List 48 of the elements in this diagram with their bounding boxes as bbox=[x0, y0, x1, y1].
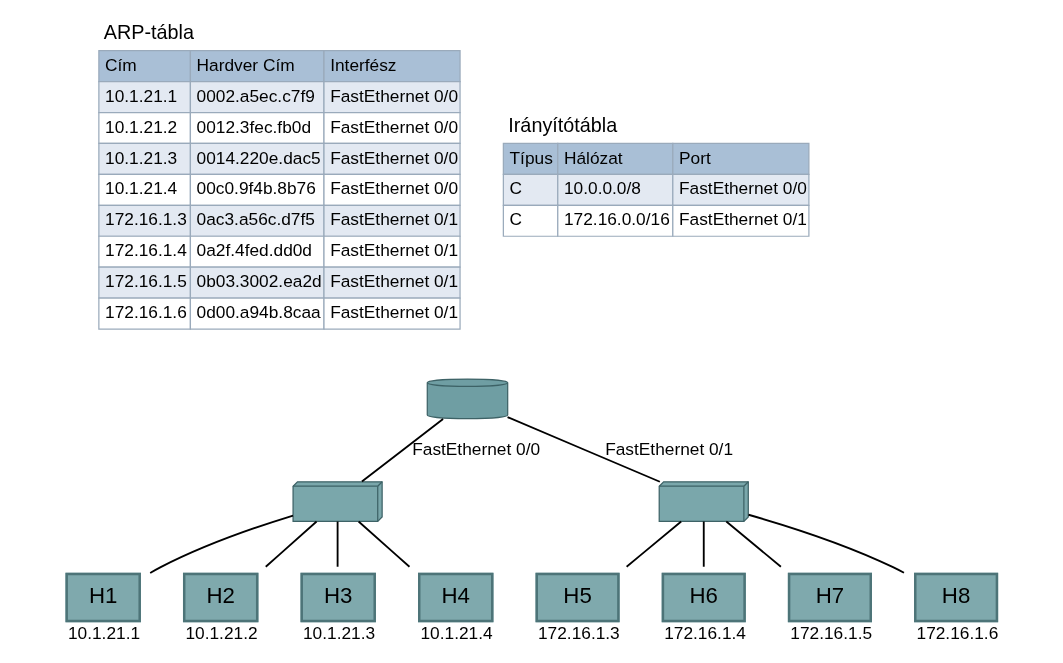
label: Hálózat bbox=[563, 147, 623, 168]
label: FastEthernet 0/0 bbox=[330, 147, 459, 168]
label: FastEthernet 0/1 bbox=[330, 302, 459, 323]
label: FastEthernet 0/1 bbox=[330, 209, 459, 230]
label: FastEthernet 0/1 bbox=[679, 209, 807, 230]
label: ARP-tábla bbox=[103, 21, 194, 44]
label: C bbox=[509, 178, 523, 199]
node-label: 172.16.1.3 bbox=[537, 622, 620, 643]
label: 172.16.1.3 bbox=[105, 209, 187, 230]
label: FastEthernet 0/1 bbox=[330, 240, 459, 261]
label: FastEthernet 0/1 bbox=[330, 271, 459, 292]
node-label: 10.1.21.3 bbox=[302, 622, 376, 643]
node-label: 172.16.1.6 bbox=[916, 622, 999, 643]
label: FastEthernet 0/0 bbox=[330, 178, 459, 199]
label: Típus bbox=[509, 147, 553, 168]
label: 0002.a5ec.c7f9 bbox=[196, 85, 315, 106]
label: 172.16.1.4 bbox=[105, 240, 187, 261]
label: 0b03.3002.ea2d bbox=[196, 271, 322, 292]
label: FastEthernet 0/0 bbox=[330, 85, 459, 106]
edge-label: FastEthernet 0/1 bbox=[605, 438, 734, 459]
label: 10.1.21.3 bbox=[105, 147, 178, 168]
label: 0d00.a94b.8caa bbox=[196, 302, 321, 323]
node-label: 10.1.21.4 bbox=[420, 622, 493, 643]
label: 0014.220e.dac5 bbox=[196, 147, 321, 168]
label: 0a2f.4fed.dd0d bbox=[196, 240, 313, 261]
label: FastEthernet 0/0 bbox=[330, 116, 459, 137]
label: Cím bbox=[105, 54, 137, 75]
label: 172.16.1.6 bbox=[105, 302, 187, 323]
label: 10.0.0.0/8 bbox=[563, 178, 641, 199]
node-label: 172.16.1.4 bbox=[664, 622, 746, 643]
label: 00c0.9f4b.8b76 bbox=[196, 178, 316, 199]
label: 0012.3fec.fb0d bbox=[196, 116, 312, 137]
node-label: 172.16.1.5 bbox=[790, 622, 873, 643]
label: Hardver Cím bbox=[196, 54, 295, 75]
label: FastEthernet 0/0 bbox=[679, 178, 807, 199]
label: 10.1.21.1 bbox=[105, 85, 178, 106]
label: 10.1.21.4 bbox=[105, 178, 178, 199]
label: 172.16.1.5 bbox=[105, 271, 187, 292]
label: Port bbox=[679, 147, 711, 168]
label: Irányítótábla bbox=[508, 114, 618, 137]
label: 10.1.21.2 bbox=[105, 116, 178, 137]
edge-label: FastEthernet 0/0 bbox=[412, 438, 541, 459]
label: Interfész bbox=[330, 54, 397, 75]
label: 0ac3.a56c.d7f5 bbox=[196, 209, 315, 230]
node-label: 10.1.21.1 bbox=[67, 622, 141, 643]
node-label: 10.1.21.2 bbox=[185, 622, 258, 643]
label: C bbox=[509, 209, 523, 230]
label: 172.16.0.0/16 bbox=[563, 209, 670, 230]
